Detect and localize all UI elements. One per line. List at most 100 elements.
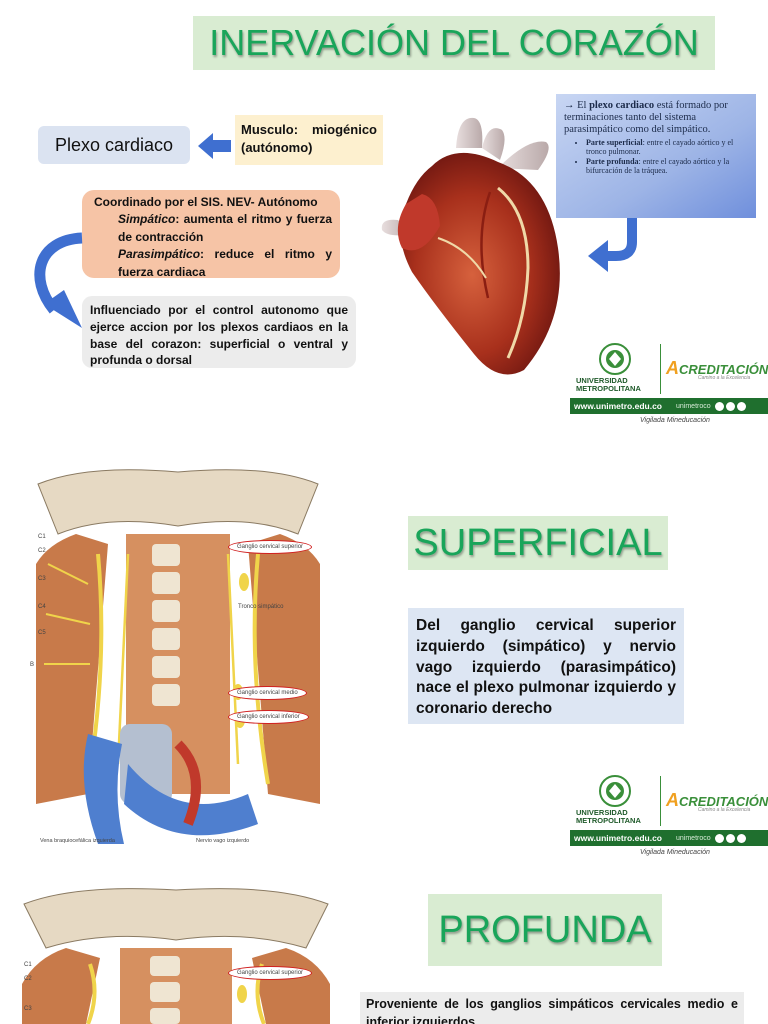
musculo-text: Musculo: miogénico (autónomo) — [241, 122, 377, 155]
profunda-text-box: Proveniente de los ganglios simpáticos c… — [360, 992, 744, 1024]
ganglio-medio-label: Ganglio cervical medio — [228, 686, 307, 700]
list-item: Parte superficial: entre el cayado aórti… — [586, 138, 748, 156]
instagram-icon[interactable] — [725, 833, 735, 843]
acreditacion-logo: ACREDITACIÓN — [666, 358, 768, 379]
parasimpatico-term: Parasimpático — [118, 247, 201, 262]
label-c1: C1 — [24, 962, 32, 968]
instagram-icon[interactable] — [725, 401, 735, 411]
social-handle: unimetroco — [676, 402, 711, 410]
superficial-text-box: Del ganglio cervical superior izquierdo … — [408, 608, 684, 724]
profunda-title: PROFUNDA — [428, 894, 662, 966]
hook-arrow-icon — [588, 218, 637, 272]
ganglio-inferior-text: Ganglio cervical inferior — [237, 714, 300, 720]
list-item: Parte profunda: entre el cayado aórtico … — [586, 157, 748, 175]
logo-divider — [660, 776, 661, 826]
vena-label: Vena braquiocefálica izquierda — [40, 838, 115, 844]
simpatico-term: Simpático — [118, 212, 176, 227]
part-text: : entre el cayado aórtico y la bifurcaci… — [586, 156, 730, 175]
plexo-info-box: → El plexo cardiaco está formado por ter… — [556, 94, 756, 218]
left-arrow-icon — [198, 133, 231, 159]
vertebrae — [152, 544, 180, 706]
url-bar: www.unimetro.edu.co unimetroco — [570, 830, 768, 846]
part-term: Parte profunda — [586, 156, 639, 166]
plexo-cardiaco-label: Plexo cardiaco — [38, 126, 190, 164]
simpatico-text: : aumenta el ritmo y fuerza de contracci… — [118, 212, 332, 244]
superficial-title-text: SUPERFICIAL — [413, 521, 663, 564]
acreditacion-sub: Camino a la Excelencia — [698, 807, 751, 813]
logo-divider — [660, 344, 661, 394]
twitter-icon[interactable] — [714, 401, 724, 411]
label-c5: C5 — [38, 630, 46, 636]
neck-anatomy-image — [22, 888, 330, 1024]
acreditacion-text: CREDITACIÓN — [679, 794, 768, 809]
acreditacion-a: A — [666, 358, 679, 378]
arrow-bullet-icon: → — [564, 100, 575, 111]
profunda-text: Proveniente de los ganglios simpáticos c… — [366, 997, 738, 1024]
twitter-icon[interactable] — [714, 833, 724, 843]
acreditacion-sub: Camino a la Excelencia — [698, 375, 751, 381]
acreditacion-text: CREDITACIÓN — [679, 362, 768, 377]
profunda-title-text: PROFUNDA — [438, 908, 652, 951]
nervio-vago-label: Nervio vago izquierdo — [196, 838, 250, 844]
heart-image — [381, 117, 560, 375]
university-name-line1: UNIVERSIDAD — [576, 808, 628, 817]
university-seal-icon — [599, 775, 631, 807]
ganglio-superior-text: Ganglio cervical superior — [237, 544, 304, 550]
label-c4: C4 — [38, 604, 46, 610]
url-bar: www.unimetro.edu.co unimetroco — [570, 398, 768, 414]
intro-post: está formado por terminaciones tanto del… — [564, 100, 728, 136]
parasimpatico-text: : reduce el ritmo y fuerza cardiaca — [118, 247, 332, 279]
label-b: B — [30, 662, 35, 668]
acreditacion-a: A — [666, 790, 679, 810]
part-text: : entre el cayado aórtico y el tronco pu… — [586, 138, 734, 157]
neck-anatomy-figure: C1 C2 C3 Ganglio cervical superior — [16, 884, 336, 1024]
slide-inervacion: INERVACIÓN DEL CORAZÓN Plexo cardiaco Mu… — [0, 0, 768, 432]
tronco-label: Tronco simpático — [238, 604, 284, 610]
ganglio-superior-label: Ganglio cervical superior — [228, 540, 313, 554]
simpatico-line: Simpático: aumenta el ritmo y fuerza de … — [90, 211, 332, 246]
ganglio-superior-text: Ganglio cervical superior — [237, 970, 304, 976]
superficial-text: Del ganglio cervical superior izquierdo … — [416, 617, 676, 718]
social-handle: unimetroco — [676, 834, 711, 842]
vigilada-text: Vigilada Mineducación — [640, 849, 710, 856]
ganglio-inferior-label: Ganglio cervical inferior — [228, 710, 309, 724]
ganglio-medio-text: Ganglio cervical medio — [237, 690, 298, 696]
url-link[interactable]: www.unimetro.edu.co — [574, 401, 662, 411]
facebook-icon[interactable] — [736, 833, 746, 843]
university-logo: UNIVERSIDAD METROPOLITANA ACREDITACIÓN C… — [570, 340, 768, 432]
facebook-icon[interactable] — [736, 401, 746, 411]
influenciado-text: Influenciado por el control autonomo que… — [90, 303, 348, 368]
intro-pre: El — [577, 100, 590, 111]
plexo-info-intro: → El plexo cardiaco está formado por ter… — [564, 100, 748, 136]
label-c2: C2 — [24, 976, 32, 982]
university-name-line1: UNIVERSIDAD — [576, 376, 628, 385]
vigilada-text: Vigilada Mineducación — [640, 417, 710, 424]
university-name-line2: METROPOLITANA — [576, 384, 641, 393]
label-c1: C1 — [38, 534, 46, 540]
parasimpatico-line: Parasimpático: reduce el ritmo y fuerza … — [90, 246, 332, 281]
university-seal-icon — [599, 343, 631, 375]
slide-title: INERVACIÓN DEL CORAZÓN — [193, 16, 715, 70]
coordinado-heading: Coordinado por el SIS. NEV- Autónomo — [94, 195, 318, 209]
slide-superficial: C1 C2 C3 C4 C5 B Ganglio cervical superi… — [0, 432, 768, 864]
musculo-box: Musculo: miogénico (autónomo) — [235, 115, 383, 165]
neck-anatomy-figure: C1 C2 C3 C4 C5 B Ganglio cervical superi… — [28, 464, 328, 854]
ganglio-superior-label: Ganglio cervical superior — [228, 966, 313, 980]
label-c3: C3 — [24, 1006, 32, 1012]
curved-arrow-icon — [34, 232, 83, 328]
part-term: Parte superficial — [586, 138, 643, 148]
superficial-title: SUPERFICIAL — [408, 516, 668, 570]
influenciado-box: Influenciado por el control autonomo que… — [82, 296, 356, 368]
url-link[interactable]: www.unimetro.edu.co — [574, 833, 662, 843]
slide-profunda: C1 C2 C3 Ganglio cervical superior PROFU… — [0, 864, 768, 1024]
plexo-parts-list: Parte superficial: entre el cayado aórti… — [564, 138, 748, 175]
acreditacion-logo: ACREDITACIÓN — [666, 790, 768, 811]
label-c2: C2 — [38, 548, 46, 554]
coordinado-box: Coordinado por el SIS. NEV- Autónomo Sim… — [82, 190, 340, 281]
university-logo: UNIVERSIDAD METROPOLITANA ACREDITACIÓN C… — [570, 772, 768, 864]
slide-title-text: INERVACIÓN DEL CORAZÓN — [209, 22, 699, 63]
intro-term: plexo cardiaco — [589, 100, 655, 111]
label-c3: C3 — [38, 576, 46, 582]
university-name-line2: METROPOLITANA — [576, 816, 641, 825]
neck-anatomy-image — [36, 469, 320, 844]
